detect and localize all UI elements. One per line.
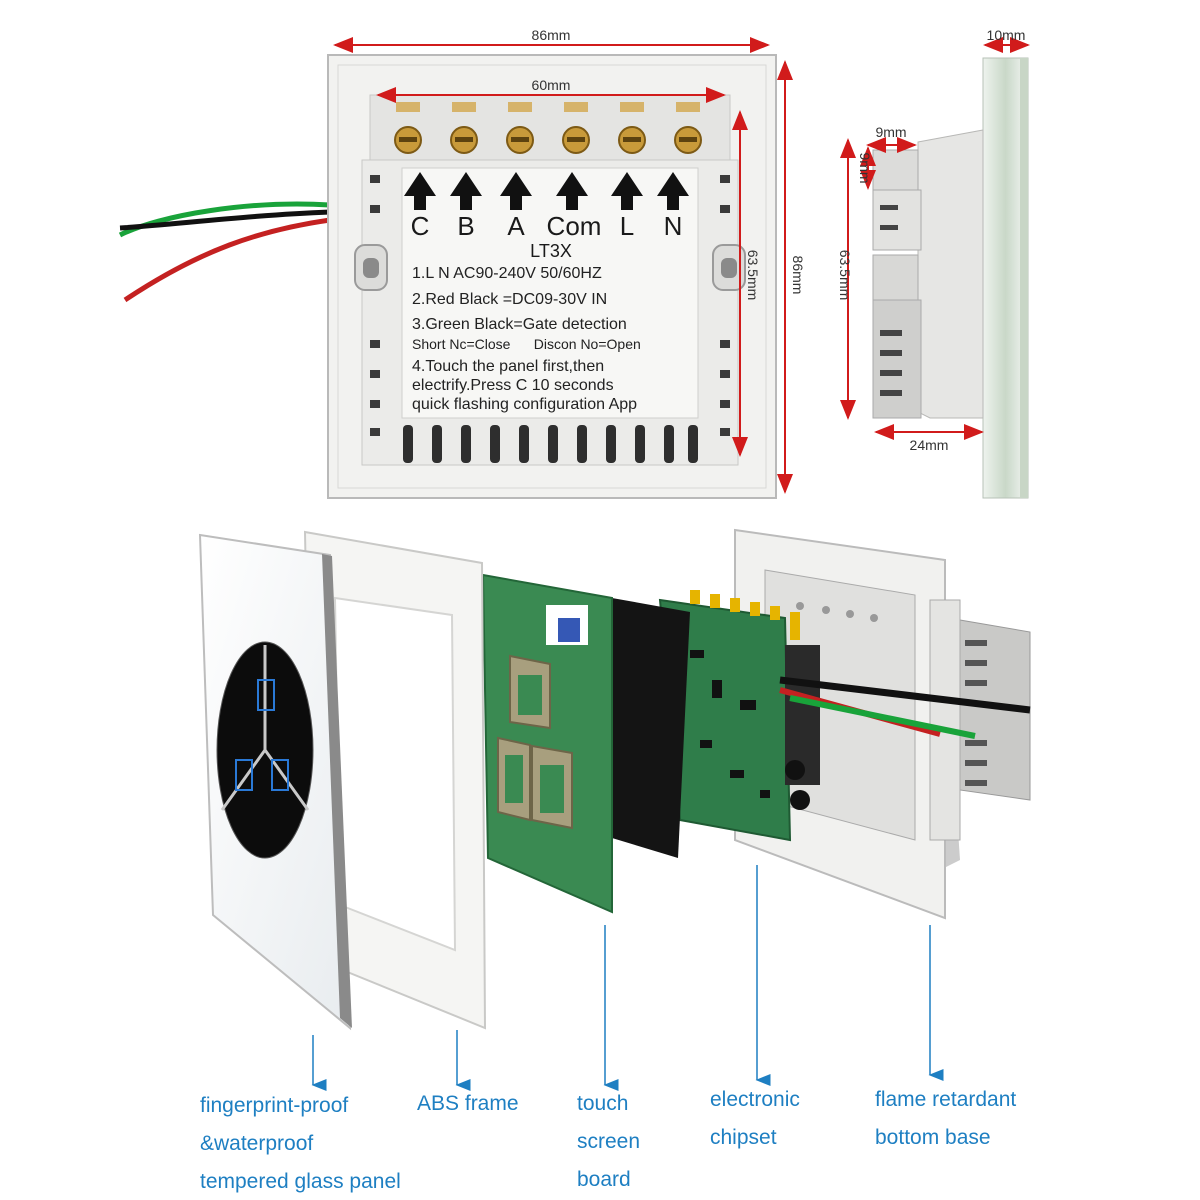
- terminal-label-l: L: [620, 211, 634, 241]
- caption-glass-line-3: tempered glass panel: [200, 1170, 401, 1193]
- terminal-label-b: B: [457, 211, 474, 241]
- exploded-view: [198, 528, 1031, 1091]
- back-view: C B A Com L N LT3X 1.L N AC90-240V 50/60…: [118, 27, 806, 499]
- caption-touch-line-3: board: [577, 1168, 631, 1191]
- dim-thickness-label: 10mm: [987, 27, 1026, 43]
- terminal-label-com: Com: [547, 211, 602, 241]
- terminal-label-c: C: [411, 211, 430, 241]
- side-body: [917, 129, 984, 419]
- sticker-line-3: 3.Green Black=Gate detection: [412, 316, 627, 333]
- caption-touch-line-2: screen: [577, 1130, 640, 1153]
- dim-depth-label: 24mm: [910, 437, 949, 453]
- red-wire: [123, 217, 331, 303]
- dim-side-height-label: 63.5mm: [837, 250, 853, 301]
- sticker-line-7: quick flashing configuration App: [412, 396, 637, 413]
- terminal-screws: [394, 102, 702, 154]
- terminal-arrows: [404, 172, 689, 210]
- caption-chipset-line-2: chipset: [710, 1126, 777, 1149]
- dim-outer-height-label: 86mm: [790, 256, 806, 295]
- electronic-chipset: [658, 590, 1031, 842]
- sticker-line-1: 1.L N AC90-240V 50/60HZ: [412, 265, 602, 282]
- glass-panel: [198, 533, 352, 1031]
- caption-chipset-line-1: electronic: [710, 1088, 800, 1111]
- sticker-line-6: electrify.Press C 10 seconds: [412, 377, 614, 394]
- black-wire: [119, 209, 331, 231]
- side-view: 10mm 9mm 9mm 63.5mm 24mm: [837, 27, 1030, 499]
- label-sticker: [401, 167, 699, 419]
- sticker-line-5: 4.Touch the panel first,then: [412, 358, 604, 375]
- touch-board: [481, 573, 613, 914]
- caption-glass-line-2: &waterproof: [200, 1132, 313, 1155]
- dim-width-label: 86mm: [532, 27, 571, 43]
- dim-span-label: 60mm: [532, 77, 571, 93]
- terminal-label-a: A: [507, 211, 525, 241]
- caption-frame: ABS frame: [417, 1092, 519, 1115]
- caption-touch-line-1: touch: [577, 1092, 628, 1115]
- sticker-line-2: 2.Red Black =DC09-30V IN: [412, 291, 607, 308]
- sticker-line-4: Short Nc=Close Discon No=Open: [412, 336, 641, 352]
- bottom-vents: [403, 425, 698, 463]
- terminal-label-n: N: [664, 211, 683, 241]
- dim-inner-height-label: 63.5mm: [745, 250, 761, 301]
- model-label: LT3X: [530, 241, 572, 261]
- caption-base-line-1: flame retardant: [875, 1088, 1016, 1111]
- caption-base-line-2: bottom base: [875, 1126, 991, 1149]
- dim-step-width-label: 9mm: [875, 124, 906, 140]
- insulator-sheet: [612, 598, 690, 858]
- dim-step-height-label: 9mm: [857, 152, 873, 183]
- caption-glass-line-1: fingerprint-proof: [200, 1094, 348, 1117]
